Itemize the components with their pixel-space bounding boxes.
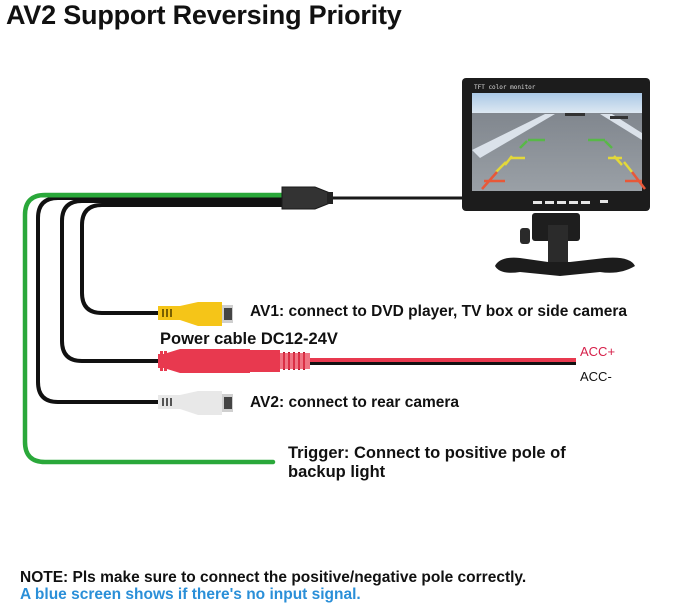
monitor-caption: TFT color monitor (474, 84, 536, 91)
page-title: AV2 Support Reversing Priority (6, 0, 402, 30)
av1-wire (80, 203, 287, 315)
av1-label: AV1: connect to DVD player, TV box or si… (250, 303, 627, 320)
trigger-wire (22, 192, 288, 465)
power-wire (60, 199, 287, 363)
monitor: TFT color monitor (462, 78, 650, 276)
polarity-note: NOTE: Pls make sure to connect the posit… (20, 569, 527, 586)
wire-bundle (22, 192, 288, 465)
av2-rca-plug (158, 391, 233, 415)
acc-negative-label: ACC- (580, 369, 612, 384)
power-label: Power cable DC12-24V (160, 330, 338, 348)
bundle-connector (281, 186, 465, 210)
acc-positive-label: ACC+ (580, 344, 616, 359)
monitor-buttons (533, 200, 608, 204)
blue-screen-note: A blue screen shows if there's no input … (20, 586, 361, 603)
av1-rca-plug (158, 302, 233, 326)
power-plug (158, 349, 576, 373)
parking-guide-lines (481, 138, 646, 190)
av2-wire (36, 196, 287, 404)
acc-negative-wire (310, 362, 576, 365)
acc-positive-wire (310, 358, 576, 362)
trigger-label: Trigger: Connect to positive pole of bac… (288, 444, 566, 481)
av2-label: AV2: connect to rear camera (250, 394, 460, 411)
